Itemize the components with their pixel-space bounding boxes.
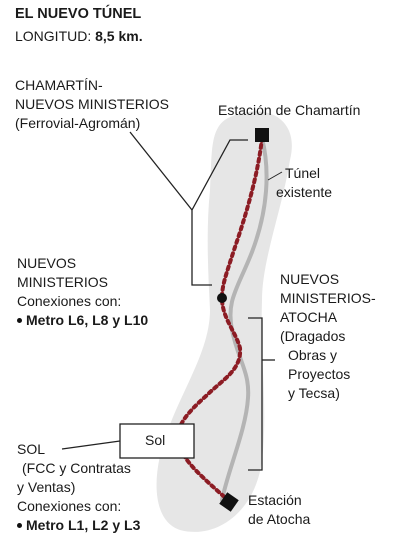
sol-station-label: Sol — [145, 432, 166, 448]
leader-sol-label — [61, 440, 121, 450]
section-sol-builder2: y Ventas) — [17, 479, 76, 495]
map-title: EL NUEVO TÚNEL — [15, 6, 142, 22]
sol-highlight-box — [119, 423, 195, 459]
bracket-nuevos-atocha — [248, 317, 263, 471]
section-atocha-line2: MINISTERIOS- — [280, 290, 376, 306]
section-sol-line1: SOL — [17, 441, 46, 457]
section-chamartin-line1: CHAMARTÍN- — [15, 77, 103, 93]
nuevos-ministerios-metro-lines: Metro L6, L8 y L10 — [26, 312, 149, 328]
section-atocha-builder4: y Tecsa) — [288, 385, 340, 401]
sol-connections: Metro L1, L2 y L3 — [17, 516, 140, 535]
bullet-icon — [17, 317, 22, 323]
leader-chamartin-label — [129, 131, 193, 211]
section-sol-builder1: (FCC y Contratas — [22, 460, 131, 476]
nuevos-ministerios-connections-label: Conexiones con: — [17, 293, 122, 309]
section-atocha-builder3: Proyectos — [288, 366, 351, 382]
nuevos-ministerios-line1: NUEVOS — [17, 255, 77, 271]
section-atocha-line1: NUEVOS — [280, 271, 340, 287]
tunnel-length: LONGITUD: 8,5 km. — [15, 27, 143, 46]
sol-metro-lines: Metro L1, L2 y L3 — [26, 517, 141, 533]
existing-tunnel-label-line2: existente — [276, 184, 333, 200]
leader-existing-tunnel — [267, 171, 283, 181]
section-sol-connections-label: Conexiones con: — [17, 498, 122, 514]
nuevos-ministerios-line2: MINISTERIOS — [17, 274, 109, 290]
length-label: LONGITUD: — [15, 28, 92, 44]
atocha-station-label-line2: de Atocha — [248, 511, 311, 527]
section-atocha-builder1: (Dragados — [280, 328, 346, 344]
existing-tunnel-label-line1: Túnel — [285, 165, 321, 181]
urban-corridor — [156, 111, 292, 532]
chamartin-station-label: Estación de Chamartín — [218, 102, 361, 118]
section-atocha-line3: ATOCHA — [280, 309, 338, 325]
nuevos-ministerios-connections: Metro L6, L8 y L10 — [17, 311, 148, 330]
section-chamartin-line2: NUEVOS MINISTERIOS — [15, 96, 170, 112]
atocha-station-label-line1: Estación — [248, 492, 302, 508]
section-chamartin-builder: (Ferrovial-Agromán) — [15, 115, 141, 131]
bullet-icon — [17, 522, 22, 528]
chamartin-station-marker — [255, 128, 269, 142]
nuevos-ministerios-marker — [217, 293, 227, 303]
atocha-station-marker — [219, 492, 239, 512]
section-atocha-builder2: Obras y — [288, 347, 338, 363]
length-value: 8,5 km. — [95, 28, 143, 44]
